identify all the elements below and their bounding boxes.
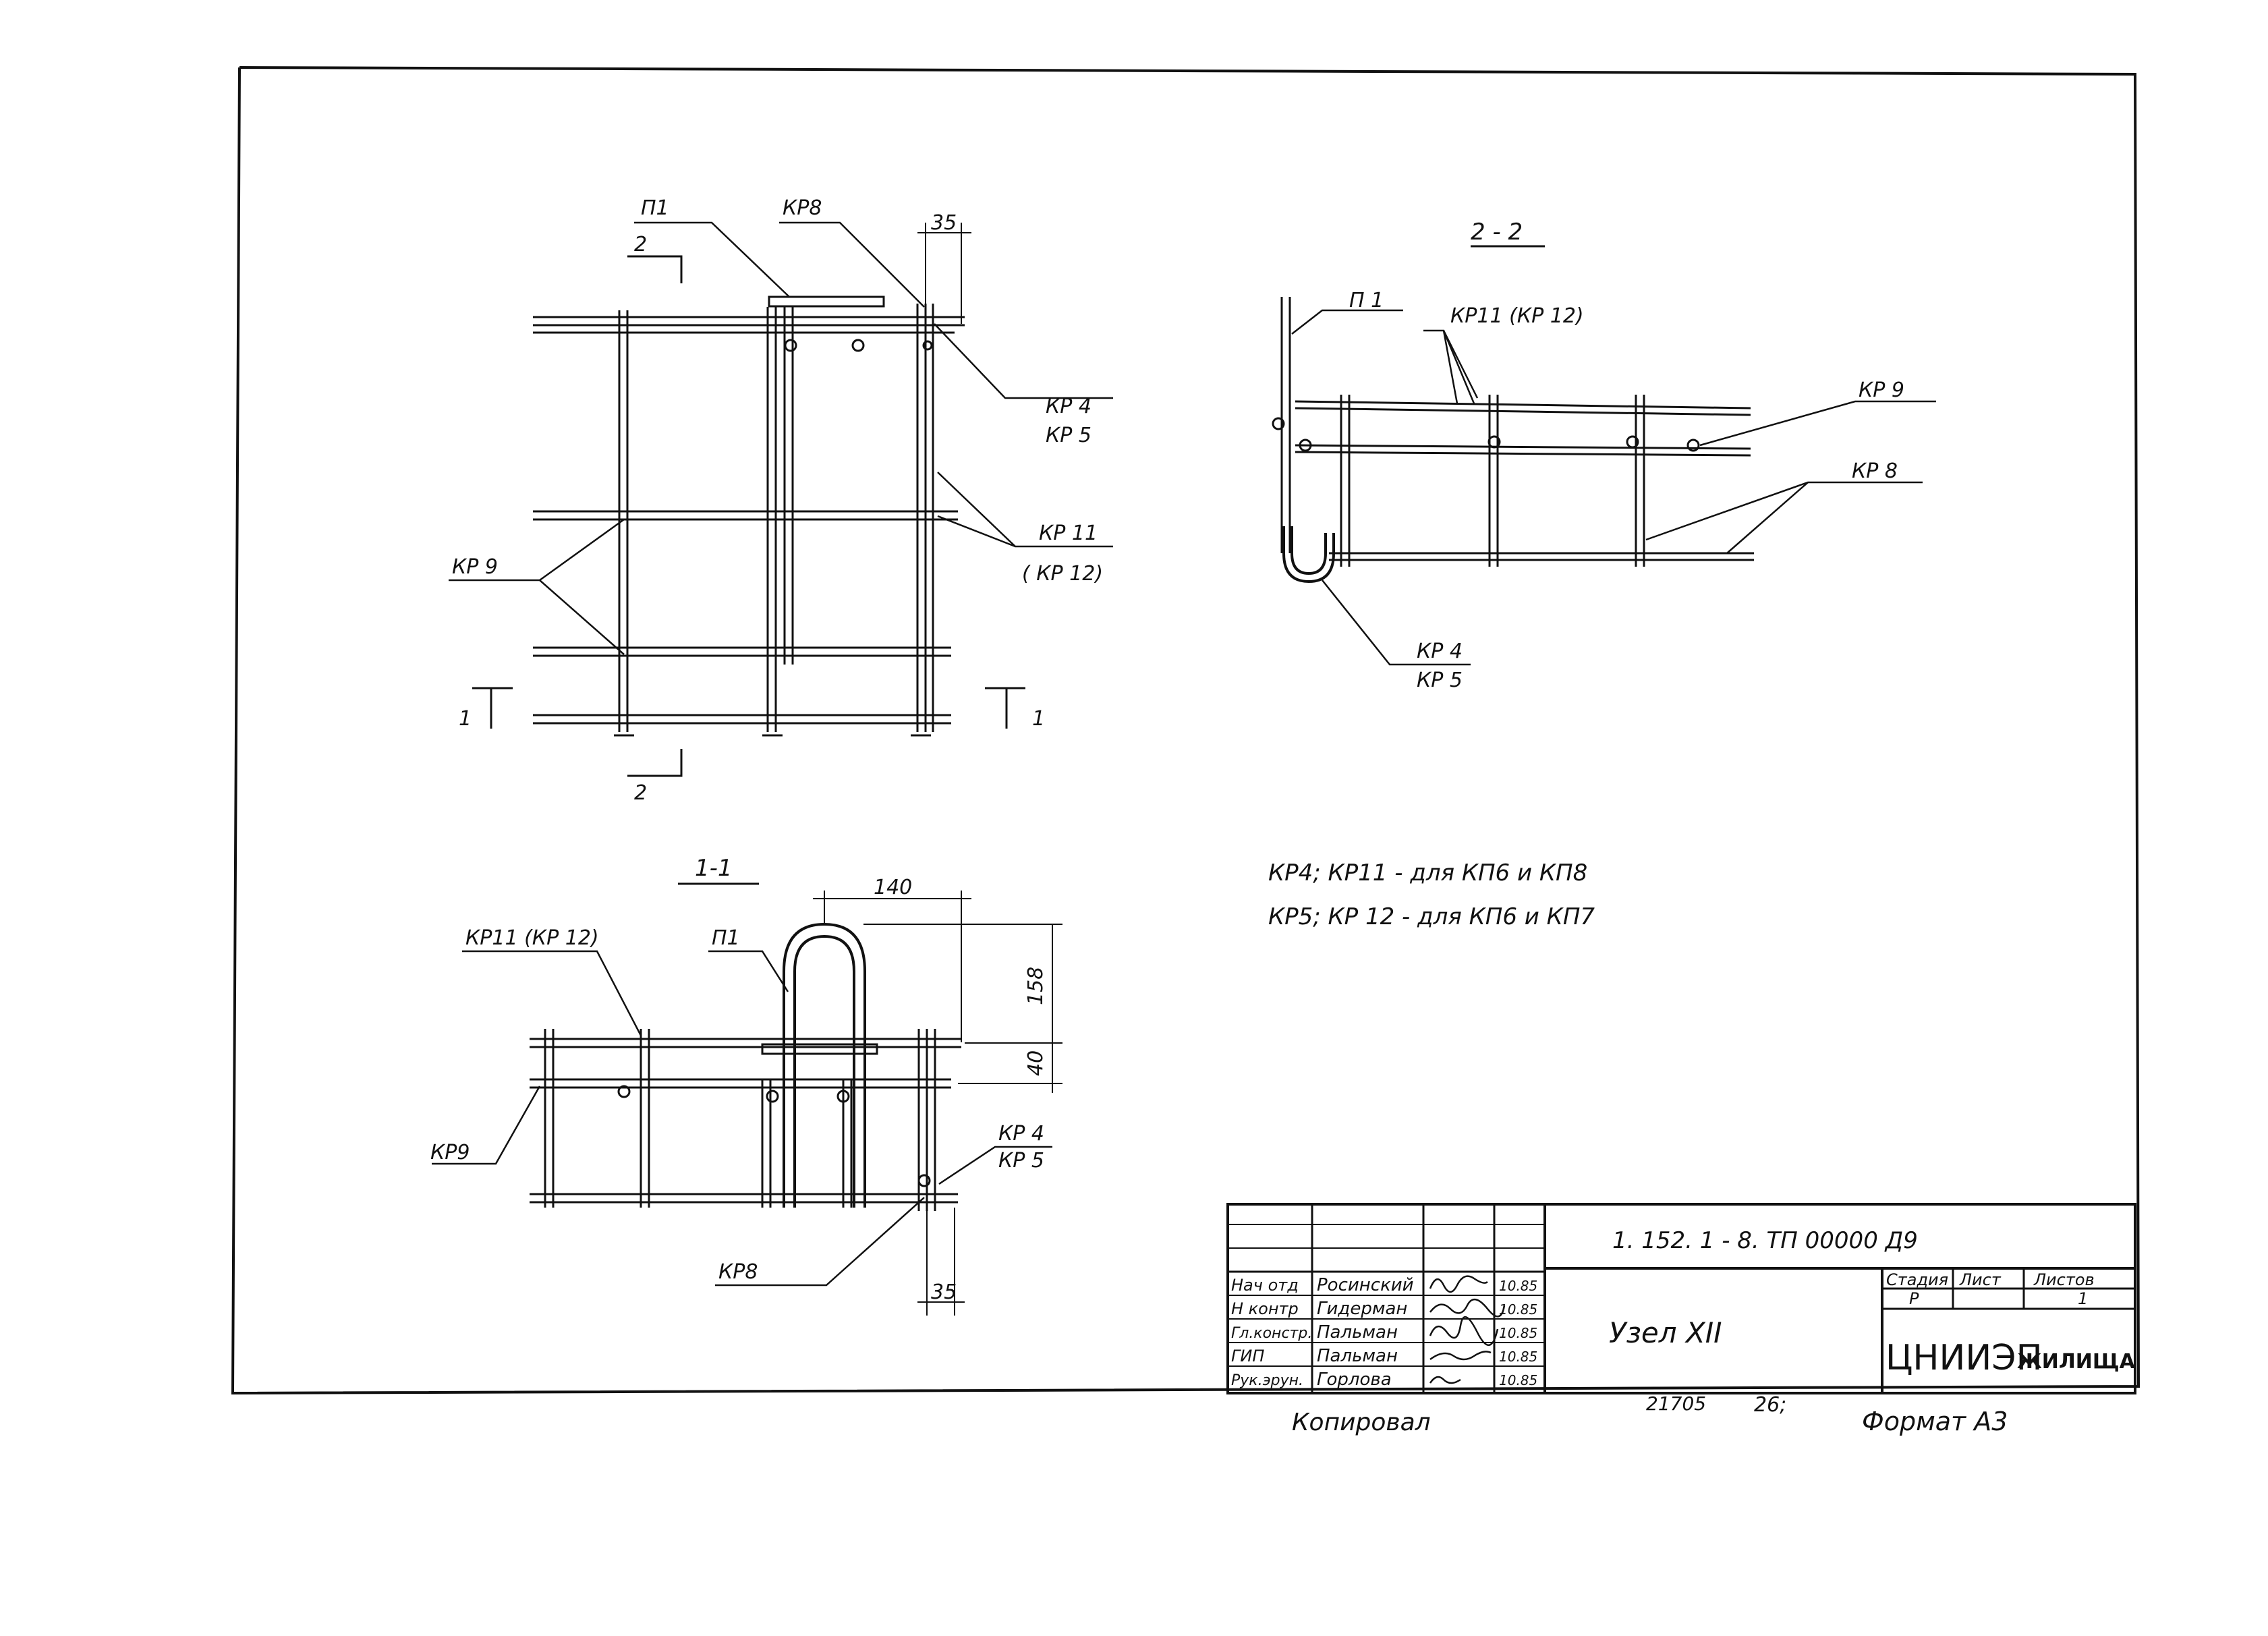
sheet-header: Лист xyxy=(1959,1270,2002,1289)
main-view xyxy=(449,221,1113,777)
sig-date: 10.85 xyxy=(1499,1325,1537,1341)
label-kr11-12-s11: КР11 (КР 12) xyxy=(465,926,599,950)
sig-role: Нач отд xyxy=(1231,1276,1299,1295)
section-2-2-labels: 2 - 2 П 1 КР11 (КР 12) КР 9 КР 8 КР 4 КР… xyxy=(1349,219,1904,692)
format-label: Формат А3 xyxy=(1862,1407,2008,1436)
dim-140: 140 xyxy=(874,876,912,899)
org-suffix: ЖИЛИЩА xyxy=(2017,1350,2136,1374)
label-kr5-s11: КР 5 xyxy=(998,1149,1044,1173)
label-kr9: КР 9 xyxy=(452,555,498,579)
archive-sheet-no: 26; xyxy=(1754,1393,1786,1417)
sig-role: Н контр xyxy=(1231,1299,1299,1318)
label-kr8-s22: КР 8 xyxy=(1852,459,1898,483)
sig-date: 10.85 xyxy=(1499,1372,1537,1388)
dim-35-top: 35 xyxy=(931,211,957,235)
label-kr5-s22: КР 5 xyxy=(1417,669,1463,692)
sig-date: 10.85 xyxy=(1499,1278,1537,1294)
sheets-value: 1 xyxy=(2078,1289,2088,1308)
label-kr8-s11: КР8 xyxy=(718,1260,758,1284)
section-mark-1-left: 1 xyxy=(459,707,472,731)
section-mark-2-top: 2 xyxy=(634,233,647,256)
label-kr4: КР 4 xyxy=(1046,395,1092,418)
sig-role: ГИП xyxy=(1231,1347,1264,1365)
note-line-1: КР4; КР11 - для КП6 и КП8 xyxy=(1268,859,1587,886)
notes: КР4; КР11 - для КП6 и КП8 КР5; КР 12 - д… xyxy=(1268,859,1595,930)
stage-value: Р xyxy=(1909,1289,1919,1308)
sheet-frame xyxy=(231,66,2141,1395)
drawing-title: Узел ХII xyxy=(1609,1316,1722,1349)
org-logo: ЦНИИЭП xyxy=(1886,1338,2043,1378)
label-p1: П1 xyxy=(641,196,669,220)
section-1-1-view xyxy=(432,882,1062,1316)
sheets-header: Листов xyxy=(2033,1270,2095,1289)
footer: Копировал 21705 26; Формат А3 xyxy=(1292,1392,2008,1436)
label-p1-s22: П 1 xyxy=(1349,289,1384,312)
main-view-labels: П1 КР8 35 2 2 1 1 КР 4 КР 5 КР 11 ( КР 1… xyxy=(452,196,1103,805)
copied-label: Копировал xyxy=(1292,1409,1431,1436)
label-kr5: КР 5 xyxy=(1046,424,1092,447)
label-kr11-12-s22: КР11 (КР 12) xyxy=(1450,304,1584,328)
doc-code: 1. 152. 1 - 8. ТП 00000 Д9 xyxy=(1612,1227,1918,1254)
sig-role: Гл.констр. xyxy=(1231,1325,1312,1342)
title-block xyxy=(1226,1203,2136,1394)
sig-name: Гидерман xyxy=(1317,1299,1407,1319)
section-1-1-labels: 1-1 140 П1 КР11 (КР 12) 158 40 КР9 КР 4 … xyxy=(430,855,1048,1304)
label-kr8: КР8 xyxy=(783,196,822,220)
section-mark-2-bottom: 2 xyxy=(634,781,647,805)
sig-name: Горлова xyxy=(1317,1370,1392,1390)
section-1-1-title: 1-1 xyxy=(695,855,733,882)
label-kr11: КР 11 xyxy=(1039,521,1098,545)
section-2-2-title: 2 - 2 xyxy=(1471,219,1523,246)
title-block-text: 1. 152. 1 - 8. ТП 00000 Д9 Узел ХII Стад… xyxy=(1231,1227,2136,1390)
label-kr9-s11: КР9 xyxy=(430,1141,470,1164)
sig-name: Пальман xyxy=(1317,1346,1398,1366)
sig-name: Росинский xyxy=(1317,1275,1414,1295)
label-p1-s11: П1 xyxy=(712,926,740,950)
note-line-2: КР5; КР 12 - для КП6 и КП7 xyxy=(1268,903,1595,930)
sig-date: 10.85 xyxy=(1499,1349,1537,1365)
dim-35-bottom: 35 xyxy=(931,1280,957,1304)
section-mark-1-right: 1 xyxy=(1032,707,1045,731)
sig-date: 10.85 xyxy=(1499,1301,1537,1318)
label-kr9-s22: КР 9 xyxy=(1859,378,1904,402)
dim-40: 40 xyxy=(1024,1050,1048,1076)
label-kr12: ( КР 12) xyxy=(1022,562,1103,586)
label-kr4-s11: КР 4 xyxy=(998,1122,1044,1146)
archive-number: 21705 xyxy=(1646,1392,1706,1415)
label-kr4-s22: КР 4 xyxy=(1417,640,1463,663)
signature-scribbles xyxy=(1429,1275,1506,1384)
stage-header: Стадия xyxy=(1886,1270,1948,1289)
sig-name: Пальман xyxy=(1317,1322,1398,1343)
dim-158: 158 xyxy=(1024,967,1048,1005)
sig-role: Рук.эрун. xyxy=(1231,1372,1303,1389)
section-2-2-view xyxy=(1272,245,1936,666)
